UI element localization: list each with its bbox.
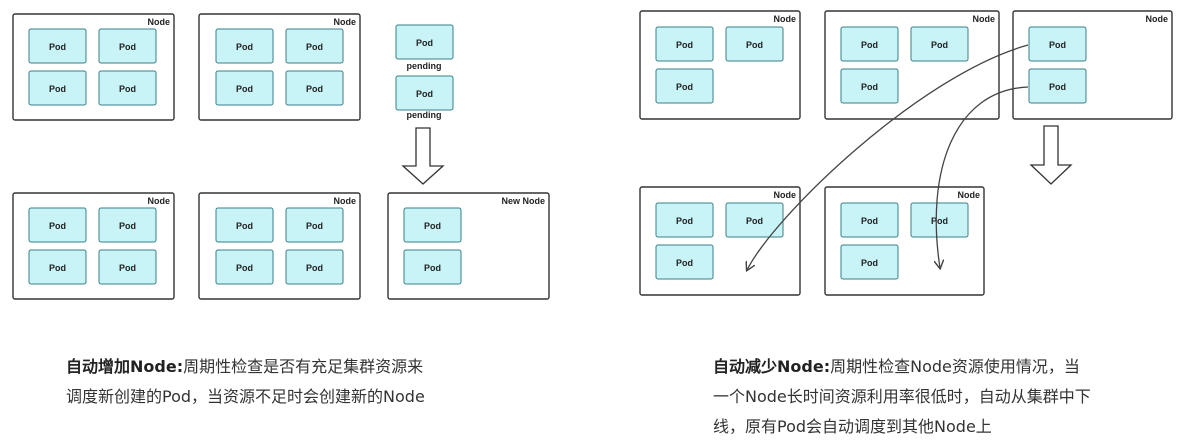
- pod-label: Pod: [306, 84, 323, 94]
- pod-label: Pod: [49, 263, 66, 273]
- pod-box: [403, 249, 462, 285]
- pod-box: [395, 75, 454, 111]
- pod-box: [403, 207, 462, 243]
- pod-box: [725, 26, 784, 62]
- pod-label: Pod: [931, 216, 948, 226]
- pending-label: pending: [407, 61, 442, 71]
- scale-down-line2: 一个Node长时间资源利用率很低时，自动从集群中下: [713, 387, 1091, 406]
- pod-label: Pod: [236, 84, 253, 94]
- pod-label: Pod: [119, 263, 136, 273]
- reschedule-curve-2: [936, 86, 1029, 268]
- pod-box: [28, 28, 87, 64]
- pod-label: Pod: [306, 263, 323, 273]
- pod-label: Pod: [306, 221, 323, 231]
- pod-box: [395, 24, 454, 60]
- down-arrow-icon: [401, 127, 445, 185]
- pod-label: Pod: [1049, 40, 1066, 50]
- pod-box: [655, 68, 714, 104]
- pod-box: [840, 202, 899, 238]
- node-label: Node: [148, 196, 171, 206]
- pod-label: Pod: [306, 42, 323, 52]
- pod-label: Pod: [861, 216, 878, 226]
- pod-label: Pod: [49, 221, 66, 231]
- node-label: Node: [774, 14, 797, 24]
- pod-box: [98, 28, 157, 64]
- node-label: Node: [973, 14, 996, 24]
- pod-label: Pod: [676, 216, 693, 226]
- pod-label: Pod: [119, 84, 136, 94]
- pod-label: Pod: [676, 40, 693, 50]
- pod-box: [98, 249, 157, 285]
- reschedule-curve-1: [747, 44, 1029, 270]
- pod-label: Pod: [49, 42, 66, 52]
- node-label: Node: [774, 190, 797, 200]
- pod-label: Pod: [861, 82, 878, 92]
- pod-label: Pod: [236, 221, 253, 231]
- pod-box: [215, 28, 274, 64]
- node-label: Node: [334, 196, 357, 206]
- scale-up-caption: 自动增加Node:周期性检查是否有充足集群资源来 调度新创建的Pod，当资源不足…: [66, 352, 546, 412]
- node-label: Node: [958, 190, 981, 200]
- pod-label: Pod: [931, 40, 948, 50]
- pod-box: [98, 70, 157, 106]
- pod-box: [98, 207, 157, 243]
- scale-down-line3: 线，原有Pod会自动调度到其他Node上: [713, 417, 992, 436]
- pod-box: [840, 68, 899, 104]
- scale-down-caption: 自动减少Node:周期性检查Node资源使用情况，当 一个Node长时间资源利用…: [713, 352, 1173, 442]
- pod-label: Pod: [676, 82, 693, 92]
- pod-box: [1028, 68, 1087, 104]
- pod-label: Pod: [1049, 82, 1066, 92]
- scale-down-title: 自动减少Node:: [713, 357, 831, 376]
- pod-label: Pod: [416, 38, 433, 48]
- pod-label: Pod: [236, 42, 253, 52]
- pod-box: [285, 249, 344, 285]
- pod-box: [655, 202, 714, 238]
- pod-label: Pod: [861, 40, 878, 50]
- pending-label: pending: [407, 110, 442, 120]
- pod-label: Pod: [49, 84, 66, 94]
- pod-box: [28, 249, 87, 285]
- pod-box: [910, 202, 969, 238]
- scale-down-line1: 周期性检查Node资源使用情况，当: [830, 357, 1080, 376]
- pod-box: [285, 28, 344, 64]
- pod-label: Pod: [861, 258, 878, 268]
- pod-box: [655, 244, 714, 280]
- node-label: Node: [334, 17, 357, 27]
- pod-box: [28, 207, 87, 243]
- pod-box: [285, 207, 344, 243]
- pod-label: Pod: [424, 263, 441, 273]
- scale-up-line2: 调度新创建的Pod，当资源不足时会创建新的Node: [66, 387, 425, 406]
- new-node-label: New Node: [501, 196, 545, 206]
- pod-box: [910, 26, 969, 62]
- pod-box: [840, 26, 899, 62]
- pod-box: [215, 249, 274, 285]
- pod-label: Pod: [746, 216, 763, 226]
- pod-label: Pod: [424, 221, 441, 231]
- node-label: Node: [148, 17, 171, 27]
- scale-up-line1: 周期性检查是否有充足集群资源来: [183, 357, 424, 376]
- pod-box: [655, 26, 714, 62]
- pod-box: [28, 70, 87, 106]
- pod-label: Pod: [119, 42, 136, 52]
- pod-label: Pod: [119, 221, 136, 231]
- pod-box: [285, 70, 344, 106]
- pod-label: Pod: [416, 89, 433, 99]
- pod-box: [215, 207, 274, 243]
- pod-label: Pod: [236, 263, 253, 273]
- scale-up-title: 自动增加Node:: [66, 357, 184, 376]
- pod-box: [840, 244, 899, 280]
- node-label: Node: [1146, 14, 1169, 24]
- pod-label: Pod: [676, 258, 693, 268]
- down-arrow-icon: [1029, 125, 1073, 185]
- pod-box: [215, 70, 274, 106]
- pod-label: Pod: [746, 40, 763, 50]
- pod-box: [1028, 26, 1087, 62]
